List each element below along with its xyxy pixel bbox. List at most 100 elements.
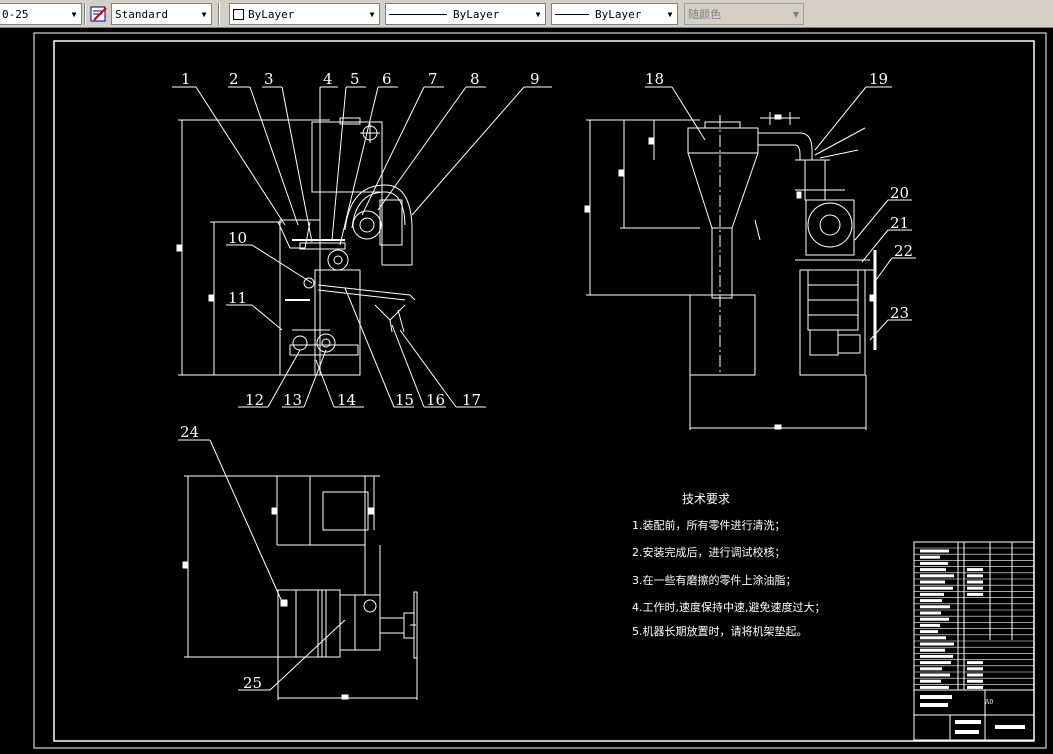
part-label: 7 [428, 70, 438, 88]
chevron-down-icon[interactable]: ▼ [792, 9, 800, 19]
note-item: 2.安装完成后，进行调试校核； [632, 546, 786, 559]
title-block-text [920, 648, 945, 652]
cad-drawing: A0 1 2 3 4 5 6 7 8 9 10 11 12 13 14 15 1… [33, 32, 1047, 749]
title-block-text [920, 695, 952, 699]
note-item: 5.机器长期放置时，请将机架垫起。 [632, 625, 808, 638]
title-block-rows [914, 547, 1034, 685]
lineweight-value: ByLayer [595, 7, 642, 21]
part-label: 1 [181, 70, 191, 88]
properties-toolbar: 0-25 ▼ Standard ▼ ByLayer ▼ ByLayer ▼ By… [0, 0, 1053, 28]
chevron-down-icon[interactable]: ▼ [369, 9, 375, 19]
title-block-text [920, 586, 953, 590]
part-label: 15 [395, 391, 414, 409]
title-block-text [967, 661, 983, 665]
linetype-sample-icon [389, 13, 447, 15]
textstyle-value: Standard [115, 7, 168, 21]
note-item: 3.在一些有磨擦的零件上涂油脂； [632, 574, 797, 587]
title-block-text [920, 679, 941, 683]
title-block-text [920, 623, 940, 627]
layer-color-combo[interactable]: ByLayer ▼ [229, 3, 380, 25]
part-label: 9 [530, 70, 540, 88]
part-label: 10 [228, 229, 247, 247]
title-block-text [920, 555, 940, 559]
part-label: 14 [337, 391, 356, 409]
part-label: 20 [890, 184, 909, 202]
dimstyle-value: 0-25 [2, 7, 29, 21]
inner-frame [53, 40, 1035, 742]
textstyle-combo[interactable]: Standard ▼ [111, 3, 212, 25]
title-block-text [920, 580, 945, 584]
note-item: 4.工作时,速度保持中速,避免速度过大； [632, 601, 826, 614]
notes-title: 技术要求 [682, 492, 731, 506]
part-label: 8 [470, 70, 480, 88]
part-label: 6 [382, 70, 392, 88]
part-label: 3 [264, 70, 274, 88]
title-block-text [955, 730, 979, 734]
top-leaders [178, 439, 346, 691]
title-block-text [995, 725, 1025, 729]
chevron-down-icon[interactable]: ▼ [71, 9, 77, 19]
part-label: 5 [350, 70, 360, 88]
title-block-text [955, 720, 981, 724]
title-block-text [920, 667, 942, 671]
plotstyle-value: 随颜色 [688, 8, 721, 21]
drawing-canvas[interactable]: A0 1 2 3 4 5 6 7 8 9 10 11 12 13 14 15 1… [0, 28, 1053, 750]
title-block-scale: A0 [984, 699, 993, 706]
part-label: 12 [245, 391, 264, 409]
title-block-text [920, 703, 948, 707]
title-block-text [967, 580, 983, 584]
title-block-text [967, 667, 983, 671]
part-label: 18 [645, 70, 664, 88]
side-leaders [645, 86, 916, 341]
chevron-down-icon[interactable]: ▼ [667, 9, 673, 19]
lineweight-sample-icon [555, 13, 589, 15]
title-block-text [967, 586, 983, 590]
linetype-combo[interactable]: ByLayer ▼ [385, 3, 546, 25]
toolbar-separator [84, 3, 86, 25]
title-block-text [920, 611, 941, 615]
title-block-text [920, 636, 946, 640]
title-block-text [967, 592, 983, 596]
title-block-text [967, 574, 983, 578]
title-block-text [967, 679, 983, 683]
linetype-value: ByLayer [453, 7, 500, 21]
dimstyle-combo[interactable]: 0-25 ▼ [0, 3, 82, 25]
chevron-down-icon[interactable]: ▼ [535, 9, 541, 19]
part-label: 16 [426, 391, 445, 409]
title-block-text [920, 568, 946, 572]
outer-frame [33, 32, 1047, 749]
title-block-text [920, 605, 950, 609]
lineweight-combo[interactable]: ByLayer ▼ [551, 3, 678, 25]
part-label: 19 [869, 70, 888, 88]
layer-color-value: ByLayer [248, 7, 295, 21]
part-label: 17 [462, 391, 481, 409]
chevron-down-icon[interactable]: ▼ [201, 9, 207, 19]
title-block-text [920, 549, 949, 553]
side-view [584, 112, 877, 430]
title-block-text [920, 685, 949, 689]
part-labels: 1 2 3 4 5 6 7 8 9 10 11 12 13 14 15 16 1… [180, 70, 913, 692]
color-swatch-icon [233, 8, 244, 20]
title-block-text [920, 661, 951, 665]
front-leaders [172, 86, 552, 408]
title-block-text [920, 561, 948, 565]
part-label: 25 [243, 674, 262, 692]
title-block-text [920, 673, 950, 677]
title-block-text [920, 642, 954, 646]
title-block-text [920, 592, 944, 596]
title-block-text [920, 654, 953, 658]
part-label: 21 [890, 214, 909, 232]
title-block-text [967, 685, 983, 689]
part-label: 4 [323, 70, 333, 88]
text-style-icon[interactable] [90, 5, 108, 23]
part-label: 11 [228, 289, 247, 307]
part-label: 23 [890, 304, 909, 322]
title-block-text-blocks [920, 549, 1025, 734]
title-block-text [920, 599, 942, 603]
title-block-text [920, 630, 938, 634]
title-block-text [967, 568, 983, 572]
front-view [176, 117, 416, 376]
title-block-text [920, 574, 954, 578]
title-block-text [920, 617, 949, 621]
plotstyle-combo[interactable]: 随颜色 ▼ [684, 3, 804, 25]
